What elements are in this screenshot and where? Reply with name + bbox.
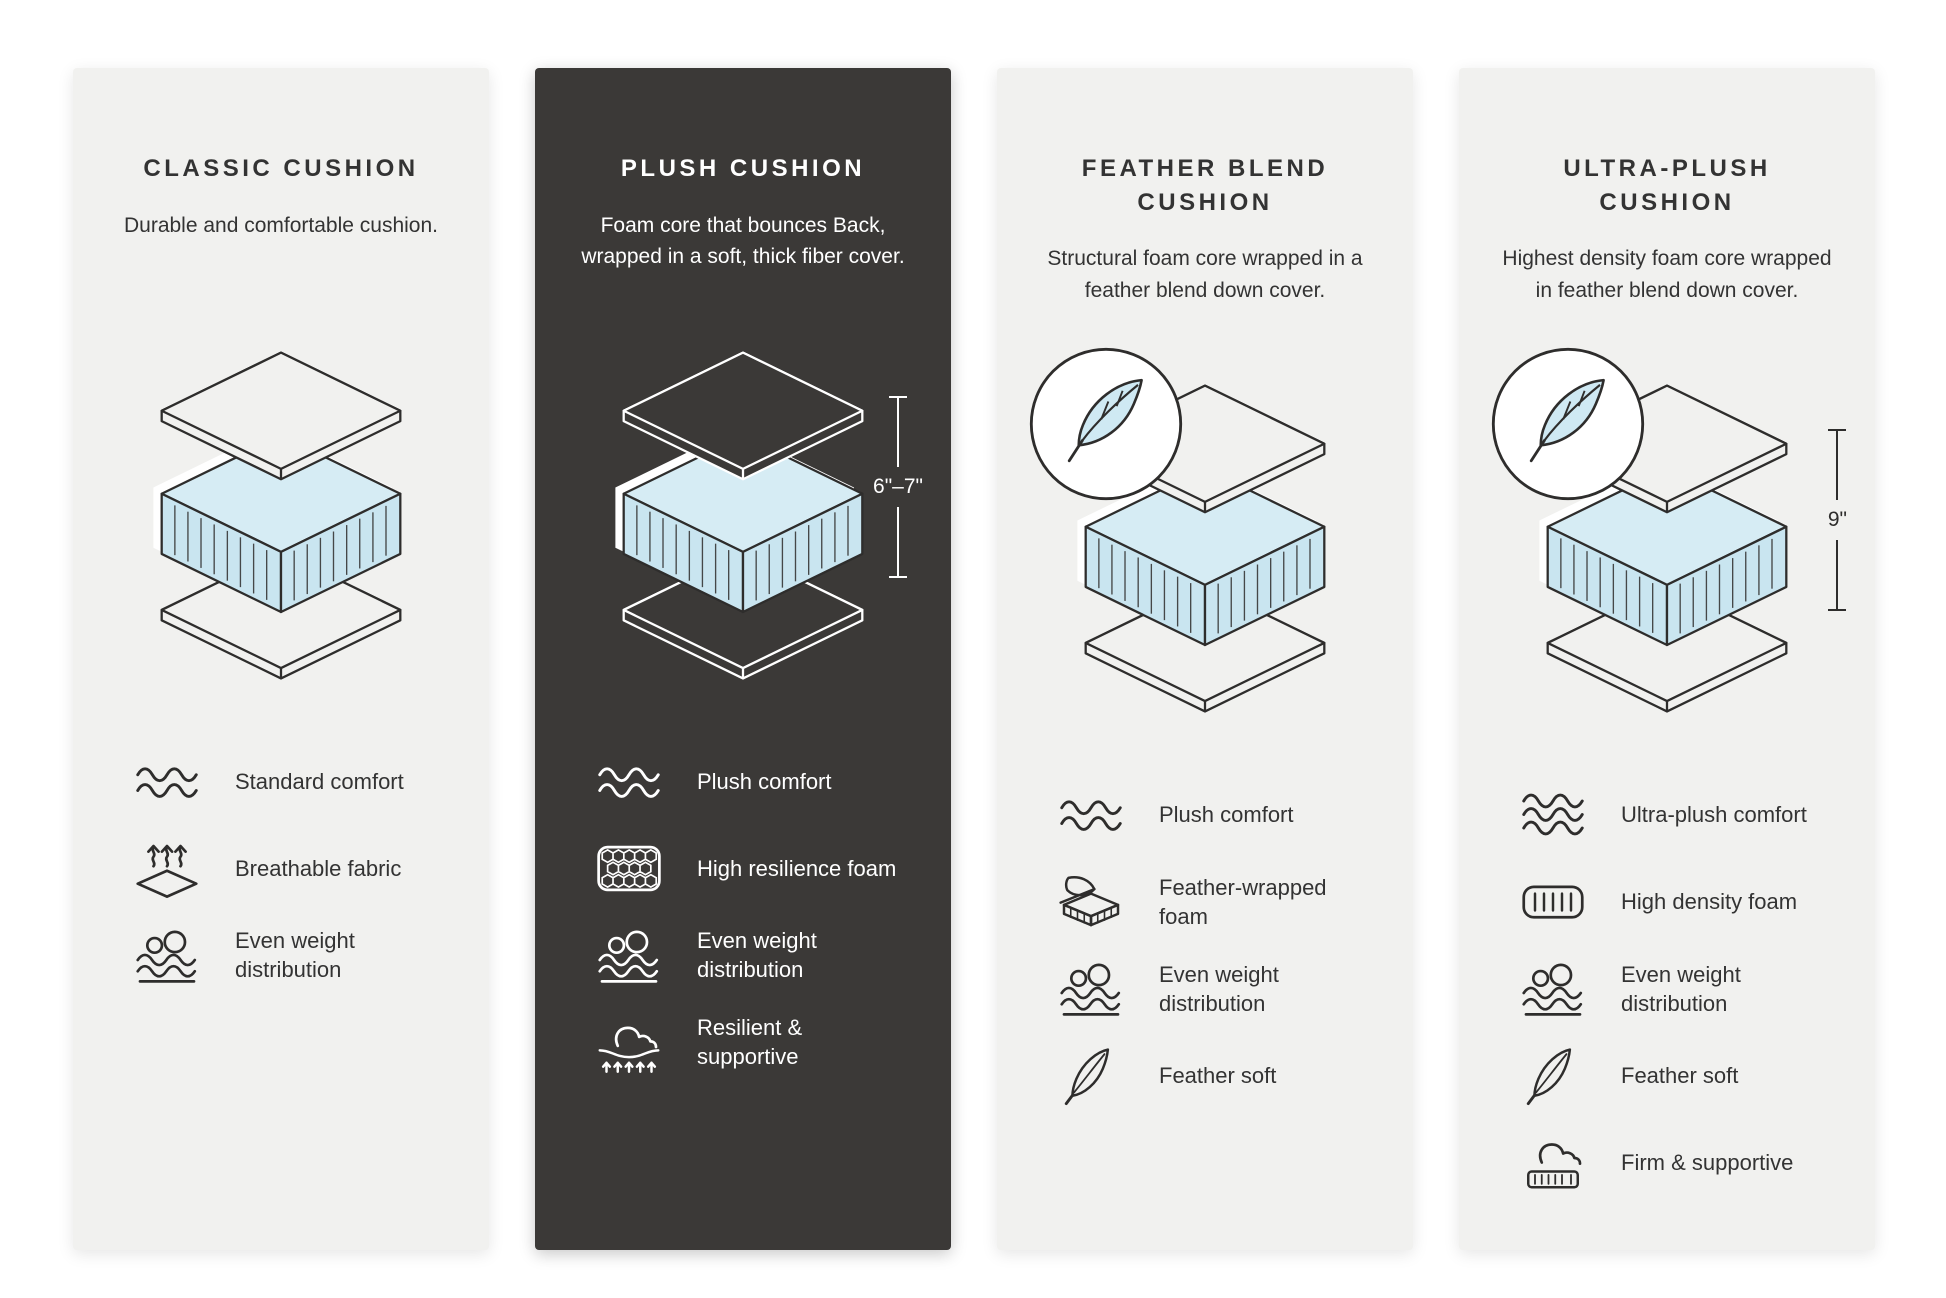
- feather-icon: [1515, 1044, 1591, 1107]
- feature-row: Plush comfort: [1053, 783, 1371, 846]
- card-title: FEATHER BLEND CUSHION: [1081, 155, 1329, 216]
- wave-comfort-icon: [1053, 783, 1129, 846]
- feature-label: Standard comfort: [235, 768, 404, 794]
- cushion-layers-illustration: [577, 338, 909, 691]
- triple-wave-comfort-icon: [1515, 783, 1591, 846]
- feature-list: Plush comfort High resilience foam Even …: [577, 750, 909, 1074]
- feature-label: Even weight distribution: [235, 928, 355, 983]
- feature-label: Firm & supportive: [1621, 1150, 1794, 1176]
- feature-list: Plush comfort Feather-wrapped foam Even …: [1039, 783, 1371, 1107]
- feature-row: Ultra-plush comfort: [1515, 783, 1833, 846]
- height-marker: 6"–7": [873, 395, 923, 578]
- marker-bottom-cap: [889, 575, 908, 578]
- feature-label: High density foam: [1621, 889, 1798, 915]
- wave-comfort-icon: [591, 750, 667, 813]
- feature-row: Even weight distribution: [129, 924, 447, 987]
- cushion-comparison-board: CLASSIC CUSHION Durable and comfortable …: [73, 68, 1875, 1250]
- feature-row: Even weight distribution: [591, 924, 909, 987]
- feather-wrapped-foam-icon: [1053, 870, 1129, 933]
- feature-row: Resilient & supportive: [591, 1011, 909, 1074]
- weight-distribution-icon: [1053, 957, 1129, 1020]
- feature-row: Feather soft: [1515, 1044, 1833, 1107]
- feature-label: Resilient & supportive: [697, 1015, 803, 1070]
- feather-badge-icon: [1485, 341, 1651, 507]
- feature-row: Plush comfort: [591, 750, 909, 813]
- feature-row: Feather-wrapped foam: [1053, 870, 1371, 933]
- cushion-illustration: 9": [1501, 371, 1847, 727]
- feature-row: Breathable fabric: [129, 837, 447, 900]
- honeycomb-foam-icon: [591, 837, 667, 900]
- feature-label: Feather soft: [1621, 1063, 1739, 1089]
- cushion-card-classic: CLASSIC CUSHION Durable and comfortable …: [73, 68, 489, 1250]
- feature-label: Plush comfort: [697, 768, 832, 794]
- weight-distribution-icon: [591, 924, 667, 987]
- feature-row: High density foam: [1515, 870, 1833, 933]
- cushion-card-ultra-plush: ULTRA-PLUSH CUSHION Highest density foam…: [1459, 68, 1875, 1250]
- marker-top-cap: [1828, 429, 1847, 432]
- card-title: CLASSIC CUSHION: [143, 155, 419, 182]
- feature-row: Firm & supportive: [1515, 1131, 1833, 1194]
- card-description: Durable and comfortable cushion.: [123, 213, 438, 237]
- cushion-card-plush: PLUSH CUSHION Foam core that bounces Bac…: [535, 68, 951, 1250]
- cushion-illustration: [1039, 371, 1371, 727]
- height-marker-label: 9": [1827, 508, 1847, 532]
- firm-support-icon: [1515, 1131, 1591, 1194]
- feature-label: High resilience foam: [697, 855, 897, 881]
- foam-ribs-icon: [1515, 870, 1591, 933]
- feature-label: Feather soft: [1159, 1063, 1277, 1089]
- cushion-card-feather-blend: FEATHER BLEND CUSHION Structural foam co…: [997, 68, 1413, 1250]
- feather-badge-icon: [1023, 341, 1189, 507]
- card-title: PLUSH CUSHION: [620, 155, 866, 182]
- feather-icon: [1053, 1044, 1129, 1107]
- cushion-illustration: [115, 338, 447, 694]
- feature-label: Even weight distribution: [697, 928, 817, 983]
- feature-label: Breathable fabric: [235, 855, 402, 881]
- feature-label: Even weight distribution: [1621, 961, 1741, 1016]
- feature-label: Even weight distribution: [1159, 961, 1279, 1016]
- feature-list: Ultra-plush comfort High density foam Ev…: [1501, 783, 1833, 1194]
- marker-top-cap: [889, 395, 908, 398]
- feature-row: Even weight distribution: [1053, 957, 1371, 1020]
- feature-row: Even weight distribution: [1515, 957, 1833, 1020]
- feature-label: Plush comfort: [1159, 802, 1294, 828]
- feature-list: Standard comfort Breathable fabric Even …: [115, 750, 447, 987]
- feature-row: Feather soft: [1053, 1044, 1371, 1107]
- weight-distribution-icon: [1515, 957, 1591, 1020]
- breathable-fabric-icon: [129, 837, 205, 900]
- card-description: Structural foam core wrapped in a feathe…: [1047, 247, 1363, 302]
- hand-press-icon: [591, 1011, 667, 1074]
- height-marker-label: 6"–7": [873, 474, 923, 498]
- marker-bottom-cap: [1828, 609, 1847, 612]
- feature-row: Standard comfort: [129, 750, 447, 813]
- feature-row: High resilience foam: [591, 837, 909, 900]
- card-title: ULTRA-PLUSH CUSHION: [1563, 155, 1771, 216]
- feature-label: Ultra-plush comfort: [1621, 802, 1807, 828]
- card-description: Highest density foam core wrapped in fea…: [1502, 247, 1832, 302]
- cushion-illustration: 6"–7": [577, 338, 923, 694]
- weight-distribution-icon: [129, 924, 205, 987]
- feature-label: Feather-wrapped foam: [1159, 874, 1327, 929]
- card-description: Foam core that bounces Back, wrapped in …: [581, 213, 905, 269]
- cushion-layers-illustration: [115, 338, 447, 691]
- height-marker: 9": [1827, 429, 1847, 612]
- wave-comfort-icon: [129, 750, 205, 813]
